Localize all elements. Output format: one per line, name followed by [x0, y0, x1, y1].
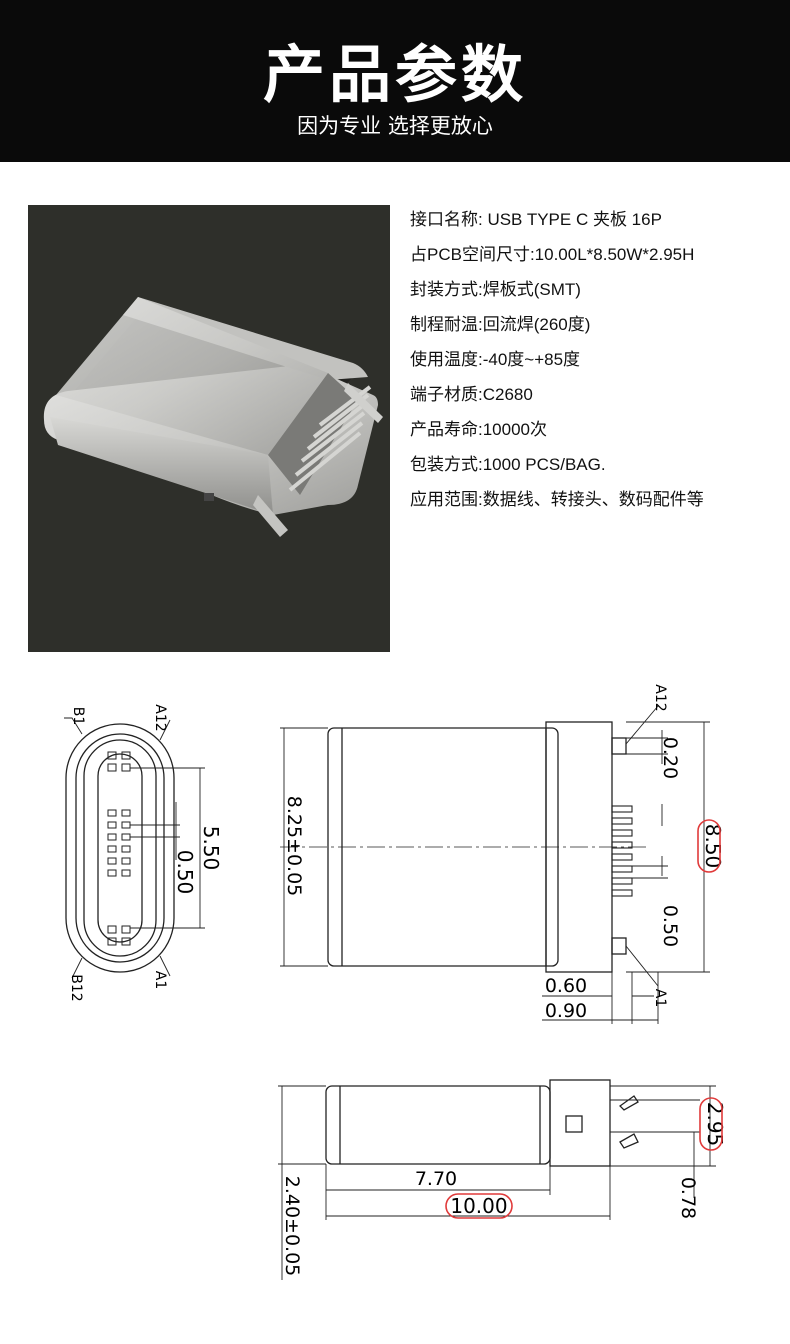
label-a1-top: A1	[652, 989, 668, 1007]
side-view-drawing: 7.70 10.00 2.40±0.05 2.95 0.78	[278, 1079, 727, 1280]
label-a12: A12	[152, 704, 168, 731]
dim-5-50: 5.50	[199, 826, 223, 871]
spec-item: 端子材质:C2680	[410, 385, 533, 404]
highlight-2-95	[699, 1097, 723, 1151]
spec-item: 制程耐温:回流焊(260度)	[410, 315, 591, 334]
dim-8-25: 8.25±0.05	[283, 796, 305, 897]
spec-item: 包装方式:1000 PCS/BAG.	[410, 455, 606, 474]
highlight-8-50	[697, 819, 721, 873]
dim-0-50-top: 0.50	[659, 905, 681, 947]
page-header: 产品参数 因为专业 选择更放心	[0, 0, 790, 162]
dim-0-90: 0.90	[545, 1000, 587, 1022]
top-view-drawing: 8.25±0.05 A12 A1 0.20 8.50 0.50 0.60 0.9…	[280, 684, 725, 1024]
spec-item: 占PCB空间尺寸:10.00L*8.50W*2.95H	[410, 245, 695, 264]
spec-list: 接口名称: USB TYPE C 夹板 16P 占PCB空间尺寸:10.00L*…	[410, 202, 704, 517]
label-a1: A1	[152, 971, 168, 989]
dim-0-78: 0.78	[677, 1177, 699, 1219]
dim-2-40: 2.40±0.05	[281, 1176, 303, 1277]
dim-2-95: 2.95	[703, 1102, 727, 1147]
front-view-drawing: B1 A12 B12 A1 5.50 0.50	[64, 704, 223, 1002]
dim-7-70: 7.70	[415, 1168, 457, 1190]
spec-item: 应用范围:数据线、转接头、数码配件等	[410, 490, 704, 509]
highlight-10-00	[445, 1193, 513, 1219]
spec-item: 封装方式:焊板式(SMT)	[410, 280, 581, 299]
dim-8-50: 8.50	[701, 824, 725, 869]
page-title: 产品参数	[262, 38, 527, 111]
spec-item: 产品寿命:10000次	[410, 420, 547, 439]
label-b12: B12	[68, 974, 84, 1001]
spec-item: 接口名称: USB TYPE C 夹板 16P	[410, 210, 662, 229]
dim-0-20: 0.20	[659, 737, 681, 779]
spec-item: 使用温度:-40度~+85度	[410, 350, 581, 369]
usb-c-connector-image	[43, 297, 383, 537]
dim-0-60: 0.60	[545, 975, 587, 997]
dim-10-00: 10.00	[450, 1194, 507, 1218]
dim-0-50: 0.50	[173, 850, 197, 895]
page-subtitle: 因为专业 选择更放心	[297, 114, 493, 138]
product-photo	[28, 205, 390, 652]
label-a12-top: A12	[652, 684, 668, 711]
label-b1: B1	[70, 707, 86, 726]
